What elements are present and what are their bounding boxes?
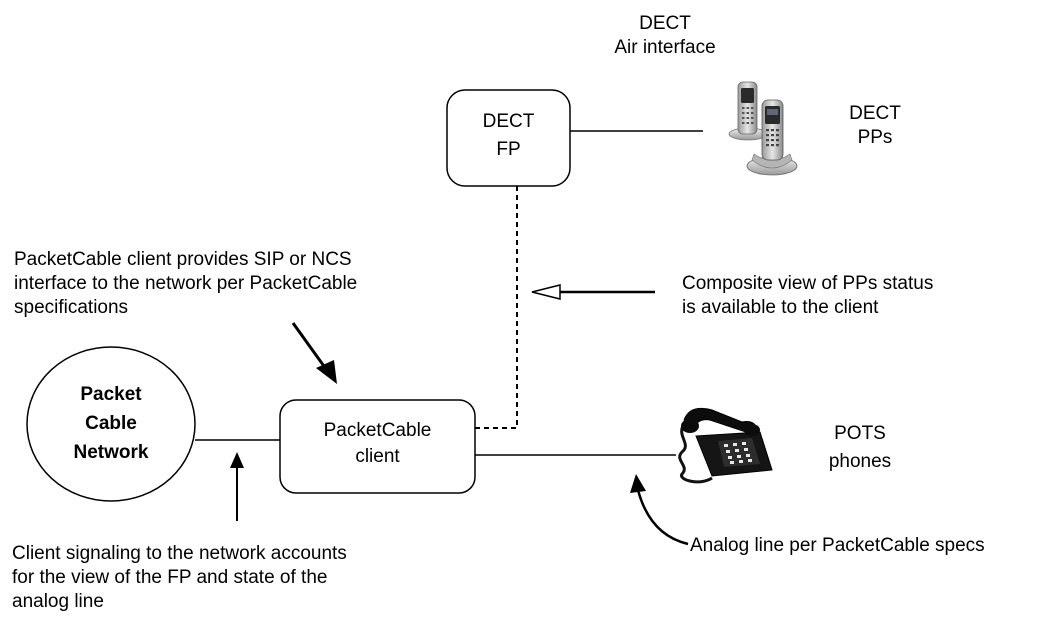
packet-cable-network-circle xyxy=(26,346,196,502)
packetcable-client-note: PacketCable client provides SIP or NCS i… xyxy=(14,248,357,320)
client-signaling-note-line2: for the view of the FP and state of the xyxy=(12,567,328,588)
note-to-client-arrowhead xyxy=(316,360,337,384)
composite-view-arrowhead xyxy=(531,284,561,300)
cordless-phones-icon xyxy=(728,81,798,176)
packetcable-client-box xyxy=(279,399,476,494)
packet-cable-network-line2: Cable xyxy=(85,413,137,434)
packetcable-client-note-line3: specifications xyxy=(14,297,129,318)
dect-fp-line1: DECT xyxy=(482,111,535,132)
composite-view-note-line1: Composite view of PPs status xyxy=(682,273,934,294)
packetcable-client-line2: client xyxy=(355,446,400,467)
signaling-arrowhead xyxy=(230,452,244,468)
dect-air-interface-label: DECT Air interface xyxy=(590,12,740,60)
fp-to-client-dashed-line xyxy=(474,186,518,429)
composite-view-note: Composite view of PPs status is availabl… xyxy=(682,272,933,320)
pots-phones-line1: POTS xyxy=(834,423,886,444)
pots-phones-line2: phones xyxy=(828,451,892,472)
analog-line-arrow-curve xyxy=(636,489,689,546)
packet-cable-network-line3: Network xyxy=(73,442,149,463)
client-signaling-note-line3: analog line xyxy=(12,591,104,612)
dect-air-interface-line1: DECT xyxy=(639,13,691,34)
dect-pps-line2: PPs xyxy=(857,127,893,148)
packetcable-client-note-line2: interface to the network per PacketCable xyxy=(14,273,358,294)
composite-view-note-line2: is available to the client xyxy=(682,297,879,318)
analog-line-arrowhead xyxy=(630,474,646,493)
packet-cable-network-label: Packet Cable Network xyxy=(27,380,195,467)
analog-line-note: Analog line per PacketCable specs xyxy=(690,534,985,558)
client-signaling-note: Client signaling to the network accounts… xyxy=(12,542,347,614)
dect-pps-line1: DECT xyxy=(849,103,901,124)
packetcable-client-label: PacketCable client xyxy=(280,418,475,470)
dect-air-interface-line2: Air interface xyxy=(614,37,716,58)
dect-fp-label: DECT FP xyxy=(447,108,570,164)
dect-fp-box xyxy=(446,89,571,187)
note-to-client-arrow-shaft xyxy=(291,322,328,370)
dect-pps-label: DECT PPs xyxy=(830,102,920,150)
client-signaling-note-line1: Client signaling to the network accounts xyxy=(12,543,347,564)
dect-fp-line2: FP xyxy=(496,139,521,160)
packetcable-client-note-line1: PacketCable client provides SIP or NCS xyxy=(14,249,352,270)
packet-cable-network-line1: Packet xyxy=(80,384,142,405)
pots-phones-label: POTS phones xyxy=(800,420,920,476)
desk-phone-icon xyxy=(678,407,773,484)
packetcable-client-line1: PacketCable xyxy=(323,420,432,441)
analog-line-note-line1: Analog line per PacketCable specs xyxy=(690,535,985,556)
